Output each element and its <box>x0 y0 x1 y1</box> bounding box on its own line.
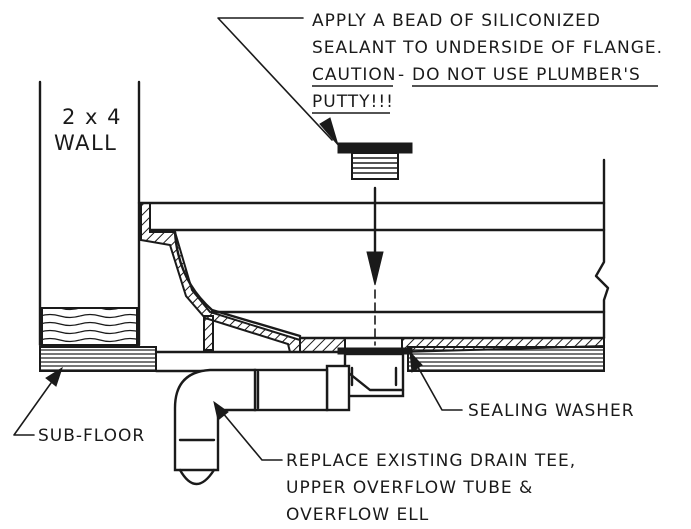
wall-bottom-plate <box>41 307 138 346</box>
sealant-note-line1: APPLY A BEAD OF SILICONIZED <box>312 11 601 31</box>
replace-note-line3: OVERFLOW ELL <box>286 505 429 524</box>
drain-tee <box>173 347 413 486</box>
tub-floor-right <box>401 337 605 354</box>
down-arrow-head <box>366 251 384 286</box>
install-direction <box>366 186 384 346</box>
flange-top <box>337 142 413 154</box>
sub-floor-left <box>39 346 157 372</box>
sub-floor-label: SUB-FLOOR <box>38 426 145 446</box>
replace-note-line2: UPPER OVERFLOW TUBE & <box>286 478 533 498</box>
annotations: APPLY A BEAD OF SILICONIZED SEALANT TO U… <box>38 11 663 525</box>
replace-arrowhead <box>213 400 229 421</box>
overflow-tube <box>253 368 329 412</box>
wall-label-line2: WALL <box>54 131 117 155</box>
sealant-arrowhead <box>319 117 339 146</box>
tee-coupling <box>325 364 351 412</box>
sealant-leader <box>217 17 333 141</box>
washer-leader <box>413 359 463 411</box>
sealing-washer-label: SEALING WASHER <box>468 401 635 421</box>
caution-note-line2: PUTTY!!! <box>312 92 394 112</box>
flange-threads <box>351 152 399 180</box>
subfloor-leader <box>13 375 57 436</box>
sub-floor-right <box>407 346 605 372</box>
tub-inner-curve <box>173 230 302 338</box>
sealant-note-line2: SEALANT TO UNDERSIDE OF FLANGE. <box>312 38 663 58</box>
washer-arrowhead <box>409 350 423 373</box>
replace-leader <box>221 411 283 461</box>
break-line <box>594 158 610 340</box>
drain-flange <box>337 142 413 180</box>
leader-lines <box>13 17 463 461</box>
overflow-ell <box>173 368 257 472</box>
caution-word: CAUTION <box>312 65 396 85</box>
caution-note: DO NOT USE PLUMBER'S <box>412 65 641 85</box>
bathtub <box>137 158 610 354</box>
ell-pipe-end <box>178 468 216 486</box>
subfloor-arrowhead <box>45 366 63 387</box>
tee-seat <box>343 368 405 392</box>
wall-2x4 <box>38 80 141 347</box>
wall-label-line1: 2 x 4 <box>62 105 122 129</box>
tub-apron-leg <box>203 315 214 351</box>
caution-dash: - <box>398 65 405 85</box>
replace-note-line1: REPLACE EXISTING DRAIN TEE, <box>286 451 576 471</box>
